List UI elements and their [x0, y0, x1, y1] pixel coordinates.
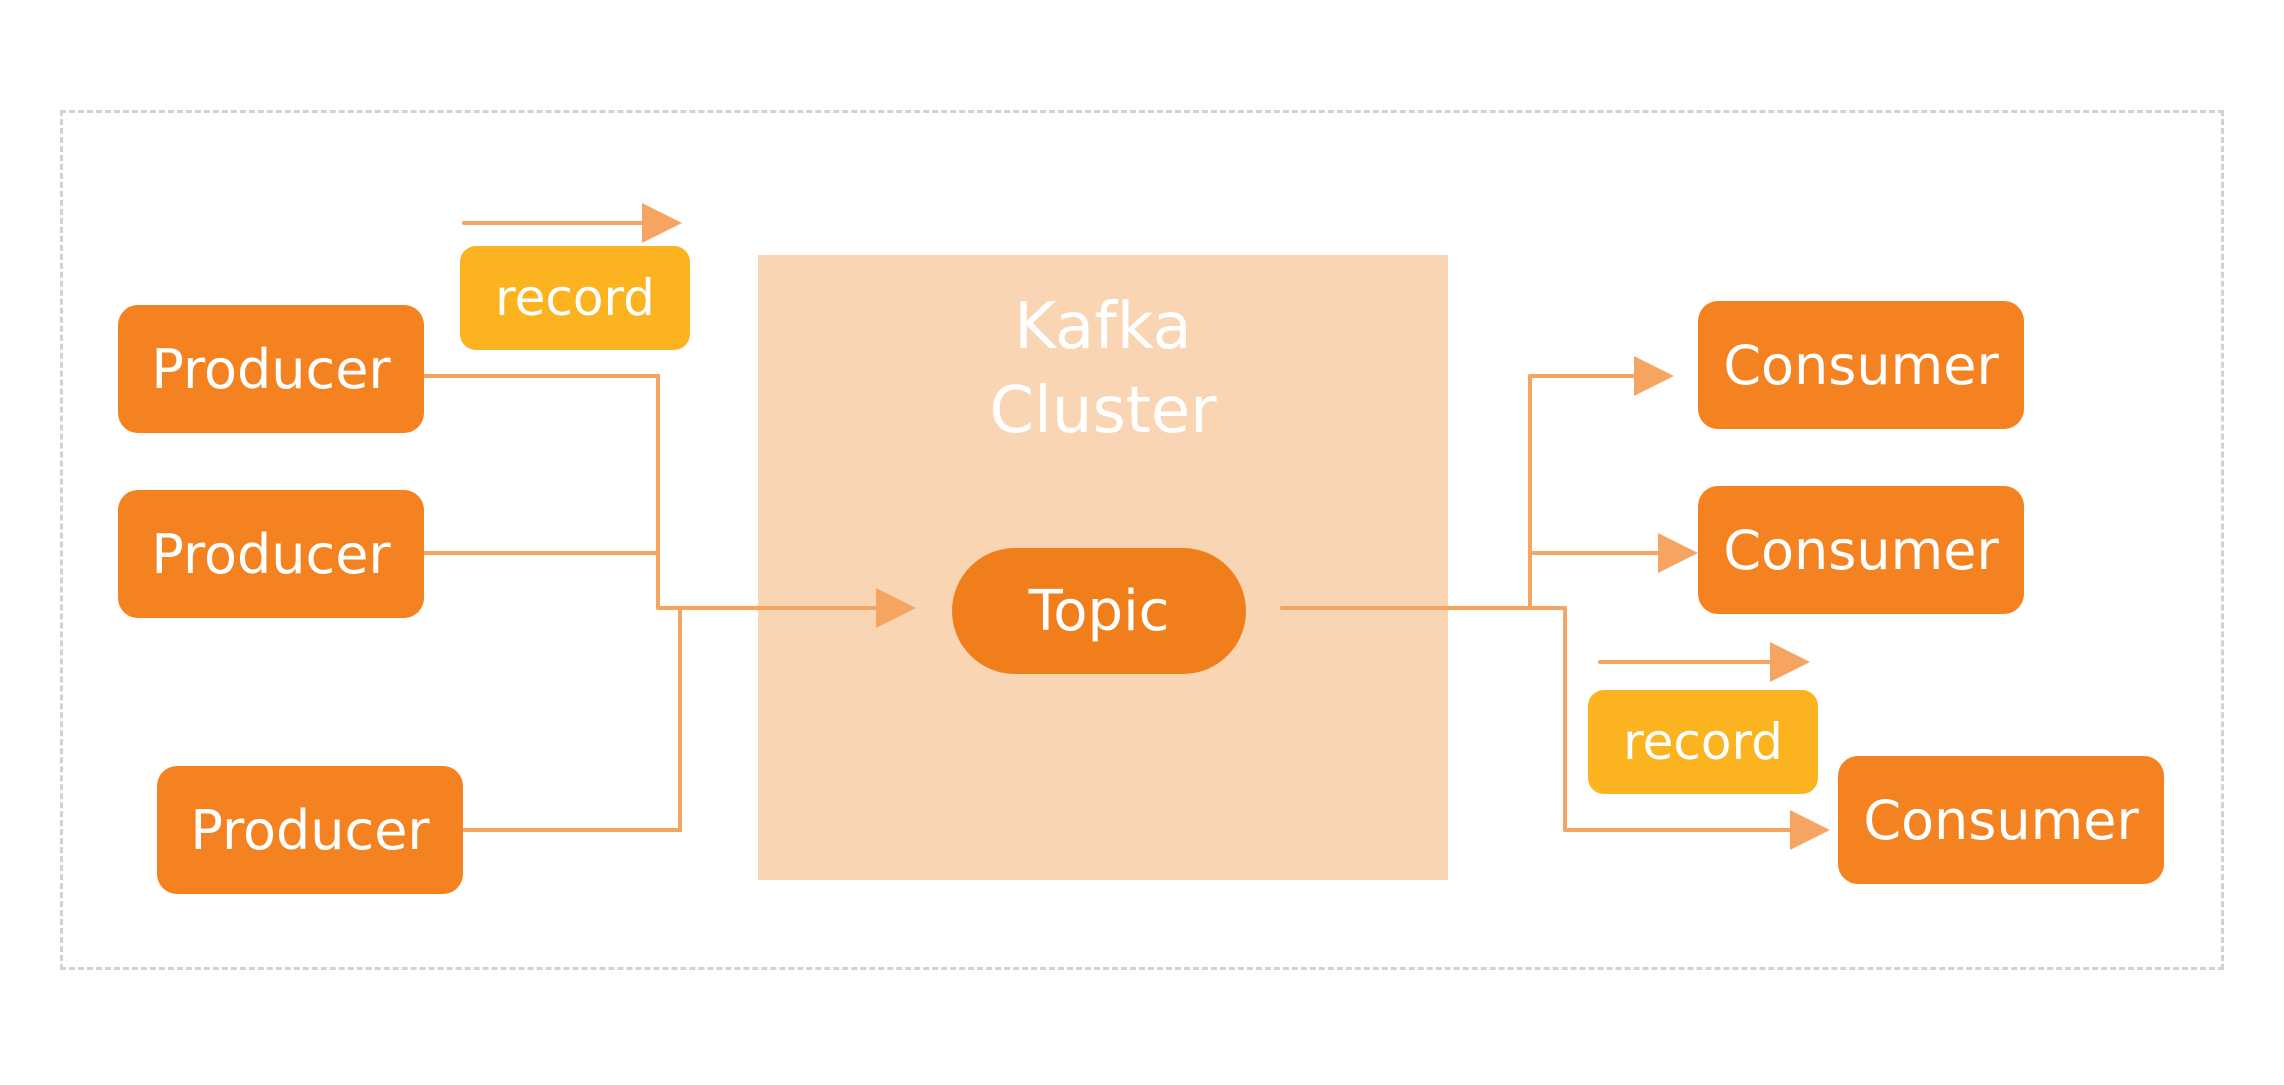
kafka-cluster-title: Kafka Cluster	[989, 290, 1217, 448]
record-label: record	[1623, 713, 1783, 771]
consumer-label: Consumer	[1723, 333, 1999, 397]
producer-label: Producer	[151, 522, 391, 586]
topic-label: Topic	[1028, 578, 1170, 644]
consumer-node-3: Consumer	[1838, 756, 2164, 884]
producer-3-edge	[462, 606, 682, 832]
producer-1-edge	[422, 374, 660, 610]
record-label: record	[495, 269, 655, 327]
consumer-node-1: Consumer	[1698, 301, 2024, 429]
producer-label: Producer	[190, 798, 430, 862]
producer-label: Producer	[151, 337, 391, 401]
producer-node-3: Producer	[157, 766, 463, 894]
diagram-frame	[60, 110, 2224, 970]
record-badge-top: record	[460, 246, 690, 350]
topic-node: Topic	[952, 548, 1246, 674]
producer-node-2: Producer	[118, 490, 424, 618]
consumer-node-2: Consumer	[1698, 486, 2024, 614]
producer-node-1: Producer	[118, 305, 424, 433]
record-badge-bottom: record	[1588, 690, 1818, 794]
consumer-label: Consumer	[1723, 518, 1999, 582]
consumer-label: Consumer	[1863, 788, 2139, 852]
